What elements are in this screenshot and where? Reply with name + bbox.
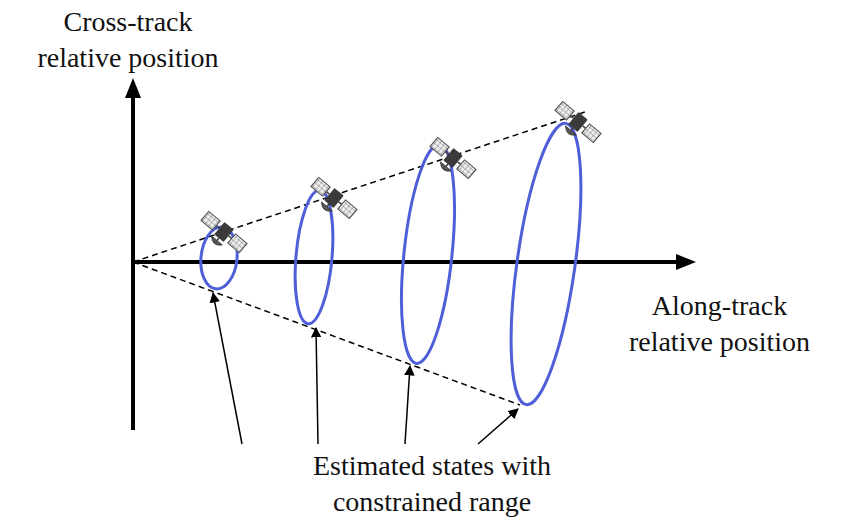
- satellite-icon: [549, 100, 602, 150]
- axis-label: Cross-track relative position: [28, 4, 228, 76]
- range-ellipse: [498, 119, 595, 408]
- envelope-line: [133, 112, 585, 262]
- satellite-icon: [305, 176, 358, 226]
- leader-arrow: [213, 293, 242, 444]
- axis-arrowhead: [125, 78, 141, 98]
- axis-arrowhead: [676, 254, 696, 270]
- leader-arrow: [478, 409, 518, 444]
- satellite-icon: [424, 136, 477, 186]
- leader-arrow: [405, 366, 410, 444]
- envelope-line: [133, 262, 520, 405]
- range-ellipse: [393, 142, 464, 366]
- callout-label: Estimated states with constrained range: [292, 448, 572, 520]
- satellite-icon: [195, 210, 248, 260]
- horizontal-axis: [131, 260, 682, 264]
- leader-arrow: [316, 328, 318, 444]
- axis-label: Along-track relative position: [612, 288, 827, 360]
